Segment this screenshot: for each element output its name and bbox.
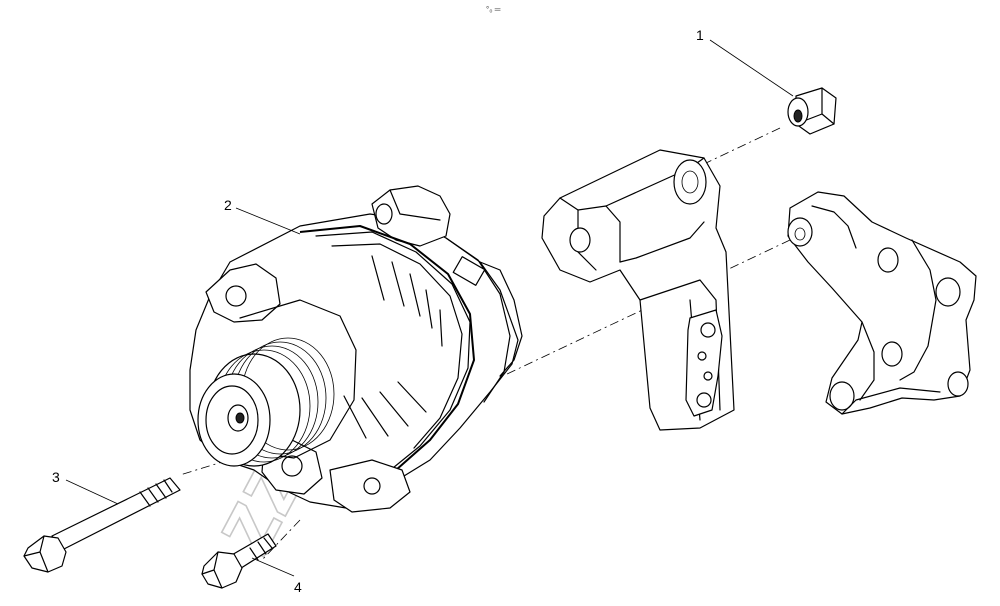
alternator-part — [189, 185, 523, 513]
mounting-bracket — [541, 149, 735, 431]
callout-2: 2 — [224, 197, 232, 213]
long-bolt-part — [23, 477, 181, 573]
header-mark: °₀ ═ — [486, 5, 501, 14]
short-bolt-part — [201, 533, 277, 589]
mounting-plate — [787, 191, 977, 415]
bushing-part — [787, 87, 837, 135]
callout-4: 4 — [294, 579, 302, 595]
callout-1: 1 — [696, 27, 704, 43]
callout-3: 3 — [52, 469, 60, 485]
leader-lines — [65, 39, 794, 577]
